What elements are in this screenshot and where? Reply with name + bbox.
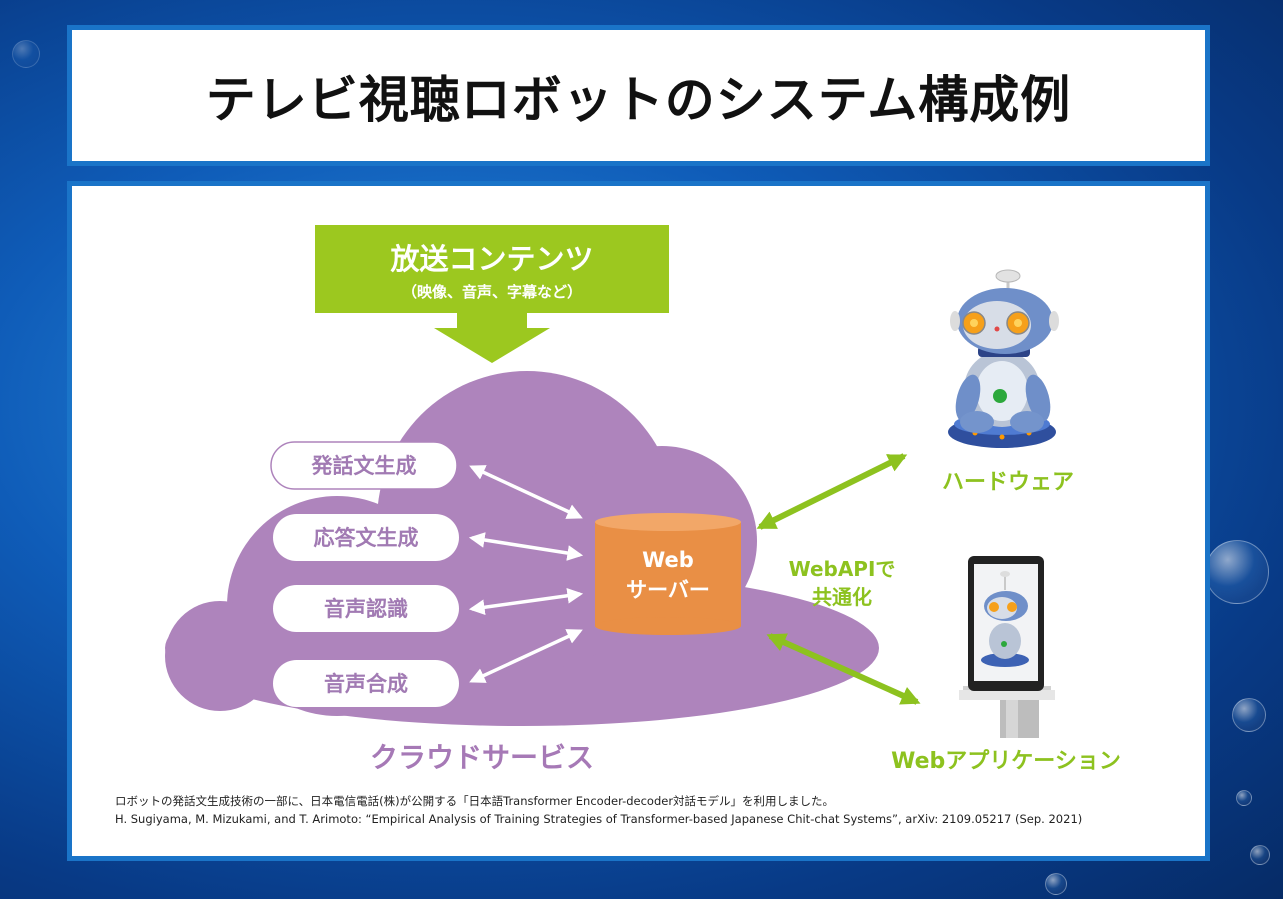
module-label: 発話文生成 — [311, 454, 417, 478]
module-server-arrows — [468, 465, 584, 683]
title-panel: テレビ視聴ロボットのシステム構成例 — [67, 25, 1210, 166]
server-label-line2: サーバー — [626, 578, 710, 602]
hardware-arrow — [756, 453, 908, 530]
webapp-label: Webアプリケーション — [891, 749, 1121, 774]
background-bubble — [1250, 845, 1270, 865]
module-label: 応答文生成 — [314, 526, 419, 550]
webapi-label-line1: WebAPIで — [789, 557, 896, 581]
module-label: 音声認識 — [324, 597, 408, 621]
diagram-panel: 放送コンテンツ （映像、音声、字幕など） 発話文生成 応答文生成 音声認識 音声 — [67, 181, 1210, 861]
tablet-stand-image — [959, 556, 1055, 738]
background-bubble — [1232, 698, 1266, 732]
broadcast-subtitle: （映像、音声、字幕など） — [402, 283, 582, 301]
footnotes: ロボットの発話文生成技術の一部に、日本電信電話(株)が公開する「日本語Trans… — [115, 792, 1195, 828]
footnote-credit: ロボットの発話文生成技術の一部に、日本電信電話(株)が公開する「日本語Trans… — [115, 794, 835, 808]
system-diagram: 放送コンテンツ （映像、音声、字幕など） 発話文生成 応答文生成 音声認識 音声 — [165, 225, 1121, 774]
module-speech-generation: 発話文生成 — [270, 441, 458, 490]
page-title: テレビ視聴ロボットのシステム構成例 — [205, 70, 1072, 129]
broadcast-content-box: 放送コンテンツ （映像、音声、字幕など） — [315, 225, 669, 313]
module-speech-synthesis: 音声合成 — [273, 660, 459, 707]
cloud-service-label: クラウドサービス — [370, 741, 594, 774]
web-server-cylinder: Web サーバー — [595, 513, 741, 635]
down-arrow — [434, 313, 550, 363]
webapp-arrow — [766, 633, 921, 705]
hardware-label: ハードウェア — [942, 470, 1074, 495]
background-bubble — [1045, 873, 1067, 895]
module-response-generation: 応答文生成 — [273, 514, 459, 561]
broadcast-title: 放送コンテンツ — [389, 242, 593, 276]
module-speech-recognition: 音声認識 — [273, 585, 459, 632]
background-bubble — [1236, 790, 1252, 806]
background-bubble — [1205, 540, 1269, 604]
footnote-reference: H. Sugiyama, M. Mizukami, and T. Arimoto… — [115, 812, 1083, 826]
background-bubble — [12, 40, 40, 68]
server-label-line1: Web — [642, 548, 694, 572]
module-label: 音声合成 — [324, 672, 408, 696]
robot-image — [948, 269, 1059, 448]
cloud-shape — [165, 371, 879, 726]
webapi-label-line2: 共通化 — [812, 585, 872, 609]
